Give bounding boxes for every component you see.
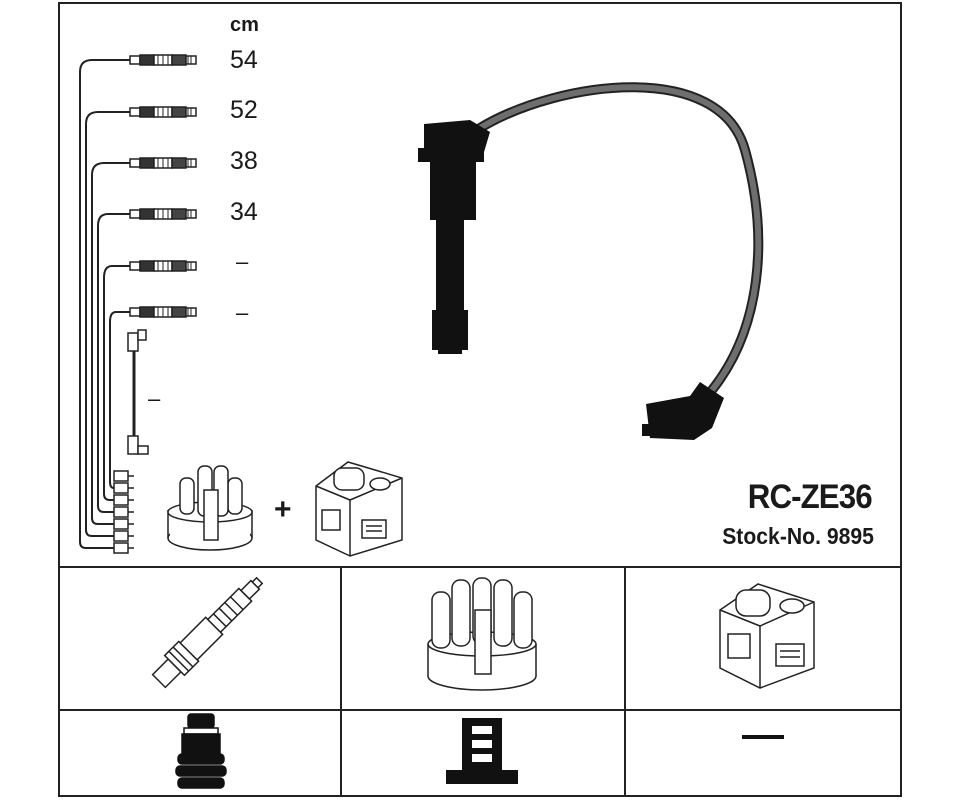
product-code: RC-ZE36 — [748, 478, 873, 516]
cable-length-1: 54 — [230, 46, 258, 74]
cable-length-6: – — [236, 300, 249, 325]
lead-plug-icons — [129, 54, 197, 318]
cable-length-4: 34 — [230, 198, 258, 226]
coil-lead-icon — [127, 329, 149, 455]
spark-plug-icon — [151, 576, 264, 689]
grid-divider-right — [624, 566, 626, 795]
cable-length-3: 38 — [230, 147, 258, 175]
cable-bundle-icon — [79, 59, 130, 549]
diagram-frame — [58, 2, 902, 797]
spark-plug-cable-icon — [418, 82, 764, 440]
ignition-coil-large-icon — [719, 583, 815, 689]
distributor-boot-icon — [446, 718, 518, 784]
length-unit-label: cm — [230, 14, 259, 36]
distributor-cap-icon — [167, 465, 253, 551]
cable-length-5: – — [236, 249, 249, 274]
coil-lead-length: – — [148, 386, 161, 411]
ignition-coil-icon — [315, 461, 403, 557]
lead-end-icons — [113, 470, 135, 554]
stock-number: Stock-No. 9895 — [722, 523, 874, 549]
distributor-cap-large-icon — [427, 577, 537, 691]
plus-sign: + — [274, 493, 292, 526]
grid-divider-left — [340, 566, 342, 795]
grid-divider-top — [60, 566, 900, 568]
cable-length-2: 52 — [230, 96, 258, 124]
spark-plug-boot-icon — [175, 713, 227, 789]
no-module-indicator — [742, 735, 784, 739]
grid-divider-bottom — [60, 709, 900, 711]
